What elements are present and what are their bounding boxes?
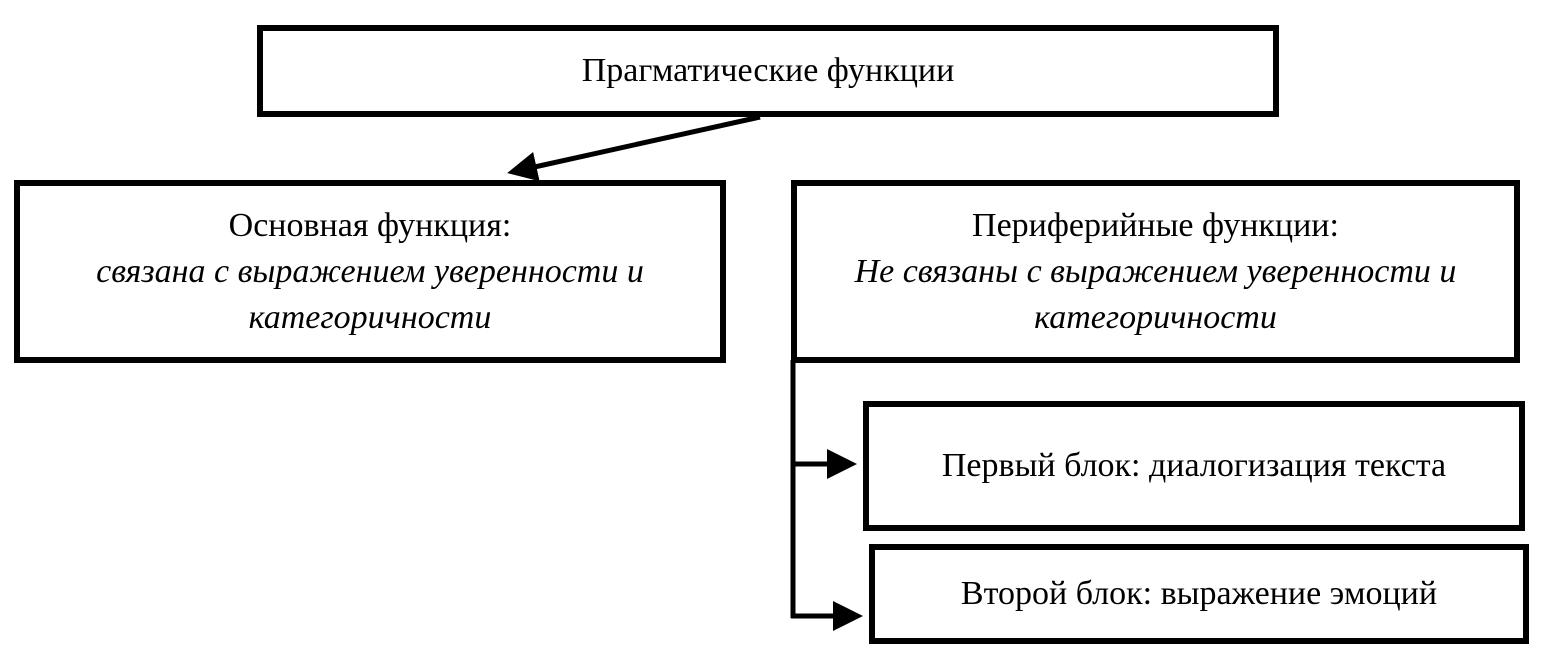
arrow-root-to-main [507, 114, 761, 182]
block-1-label: Первый блок: диалогизация текста [941, 447, 1447, 484]
root-node-box: Прагматические функции [257, 25, 1279, 117]
main-function-box: Основная функция: связана с выражением у… [14, 180, 726, 363]
block-2-label: Второй блок: выражение эмоций [960, 575, 1438, 612]
peripheral-functions-box: Периферийные функции: Не связаны с выраж… [791, 180, 1520, 363]
peripheral-functions-description-line2: категоричности [1034, 298, 1277, 336]
peripheral-functions-description-line1: Не связаны с выражением уверенности и [854, 252, 1457, 290]
root-node-title: Прагматические функции [581, 52, 955, 89]
peripheral-functions-title: Периферийные функции: [972, 206, 1339, 244]
main-function-title: Основная функция: [228, 206, 512, 244]
block-2-box: Второй блок: выражение эмоций [869, 544, 1529, 644]
main-function-description-line2: категоричности [248, 298, 492, 336]
block-1-box: Первый блок: диалогизация текста [863, 401, 1525, 531]
main-function-description-line1: связана с выражением уверенности и [96, 252, 644, 290]
